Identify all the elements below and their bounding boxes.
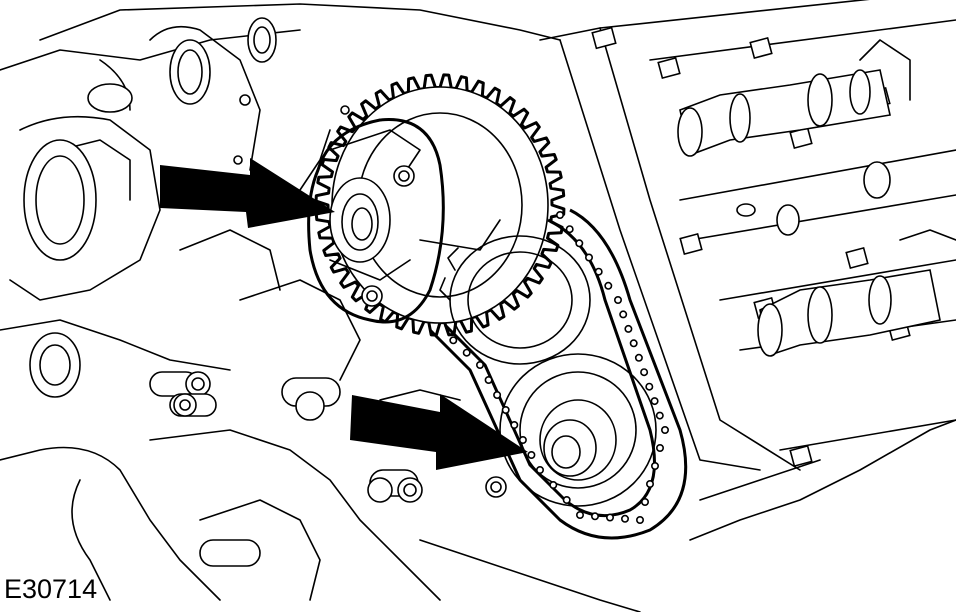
chain-link	[493, 390, 502, 399]
chain-link	[624, 324, 633, 333]
chain-link	[527, 450, 536, 459]
chain-link	[575, 510, 584, 519]
pointer-arrow-upper	[160, 158, 335, 228]
chain-link	[549, 480, 558, 489]
chain-link	[629, 339, 638, 348]
chain-link	[619, 310, 628, 319]
chain-link	[555, 211, 564, 220]
camshaft-phaser-hub	[307, 118, 445, 324]
chain-link	[584, 253, 593, 262]
chain-link	[449, 336, 458, 345]
pointer-arrow-lower	[350, 394, 528, 470]
chain-link	[645, 479, 654, 488]
chain-link	[634, 353, 643, 362]
chain-link	[462, 348, 471, 357]
intermediate-gear	[439, 235, 591, 365]
crankshaft-sprocket	[499, 353, 657, 507]
pump-housing	[23, 17, 350, 398]
chain-link	[518, 435, 527, 444]
timing-chain	[428, 208, 688, 540]
chain-link	[594, 267, 603, 276]
chain-link	[501, 405, 510, 414]
chain-link	[640, 368, 649, 377]
chain-link	[510, 420, 519, 429]
chain-link	[635, 515, 644, 524]
chain-link	[655, 411, 664, 420]
chain-link	[562, 495, 571, 504]
engine-block-outline	[0, 3, 956, 612]
chain-link	[620, 514, 629, 523]
camshaft-sprocket-teeth	[314, 73, 566, 337]
camshaft-sprocket	[314, 73, 566, 337]
chain-link	[475, 360, 484, 369]
figure-id-label: E30714	[4, 574, 98, 604]
chain-link	[655, 443, 664, 452]
chain-link	[590, 512, 599, 521]
chain-link	[565, 225, 574, 234]
chain-link	[640, 497, 649, 506]
chain-link	[484, 375, 493, 384]
chain-link	[660, 425, 669, 434]
chain-link	[650, 461, 659, 470]
chain-link	[535, 465, 544, 474]
chain-link	[650, 397, 659, 406]
chain-link	[604, 281, 613, 290]
cylinder-head	[539, 0, 956, 471]
chain-link	[645, 382, 654, 391]
chain-link	[605, 513, 614, 522]
chain-link	[613, 295, 622, 304]
chain-link	[575, 239, 584, 248]
lower-bolt-bosses	[149, 371, 507, 567]
